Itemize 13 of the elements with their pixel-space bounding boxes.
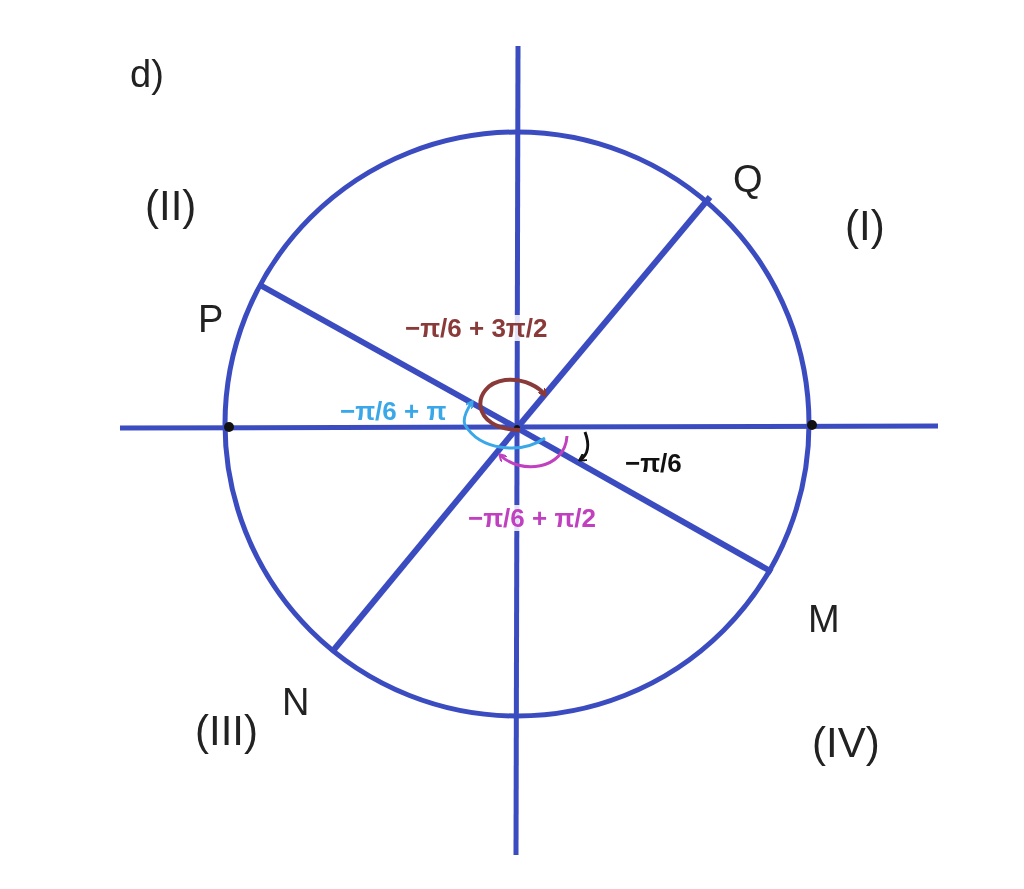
point-label: M (808, 600, 840, 638)
quadrant-label: (I) (845, 205, 885, 247)
angle-label: −π/6 (625, 450, 682, 476)
angle-label: −π/6 + 3π/2 (405, 315, 548, 341)
angle-label: −π/6 + π/2 (468, 505, 596, 531)
quadrant-label: (IV) (812, 722, 880, 764)
point-label: Q (733, 160, 763, 198)
angle-label: −π/6 + π (340, 398, 447, 424)
point-label: N (282, 683, 310, 721)
point-label: P (198, 300, 224, 338)
quadrant-label: (II) (145, 185, 197, 227)
panel-label: d) (130, 55, 164, 93)
quadrant-label: (III) (195, 710, 258, 752)
